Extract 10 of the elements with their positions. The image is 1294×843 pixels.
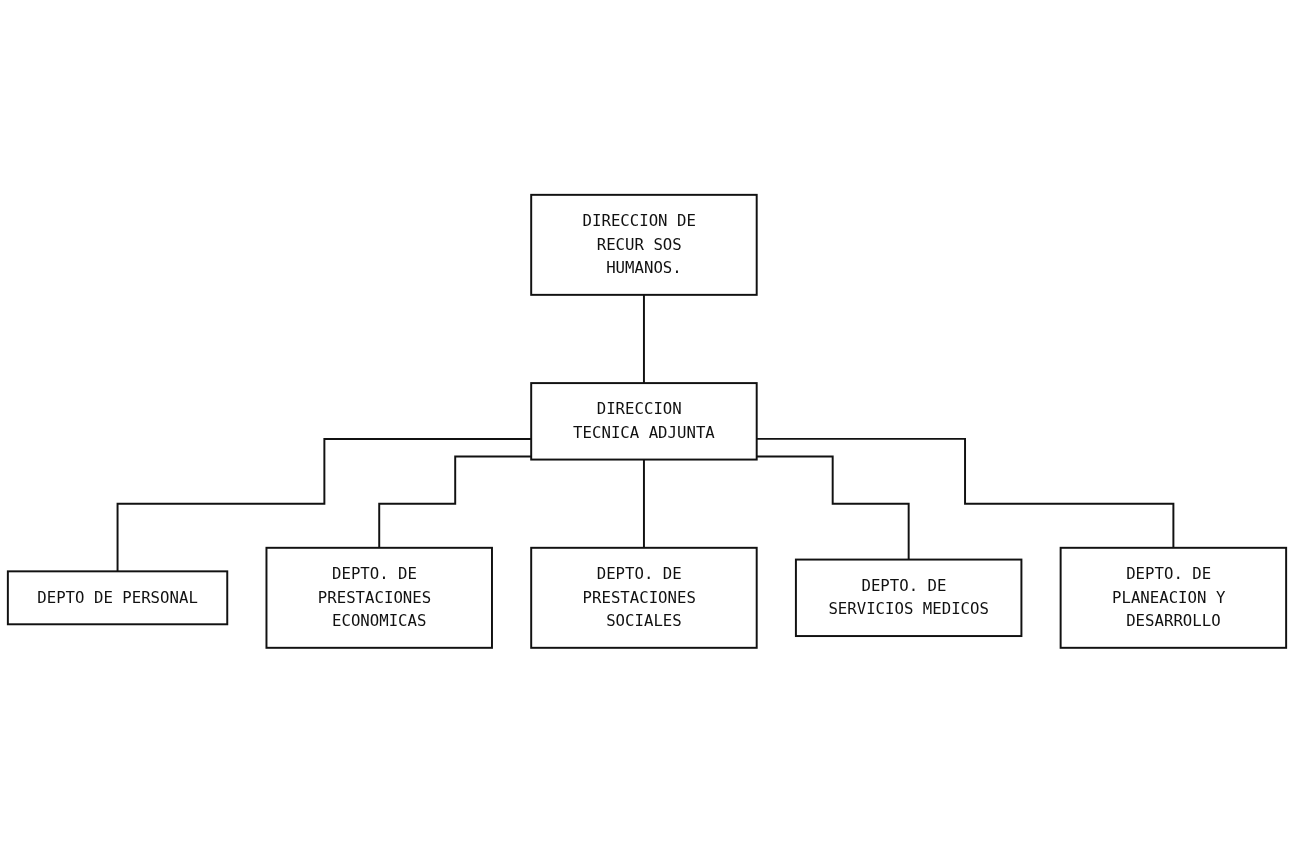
node-box: DEPTO DE PERSONAL [6,570,229,626]
connector [642,294,645,385]
connector [642,458,645,549]
node-box: DIRECCION TECNICA ADJUNTA [530,382,758,461]
node-box: DEPTO. DE SERVICIOS MEDICOS [794,558,1023,638]
node-box: DEPTO. DE PLANEACION Y DESARROLLO [1059,547,1288,649]
node-box: DEPTO. DE PRESTACIONES SOCIALES [530,547,758,649]
connector [755,455,910,561]
node-box: DEPTO. DE PRESTACIONES ECONOMICAS [265,547,493,649]
node-box: DIRECCION DE RECUR SOS HUMANOS. [530,194,758,296]
